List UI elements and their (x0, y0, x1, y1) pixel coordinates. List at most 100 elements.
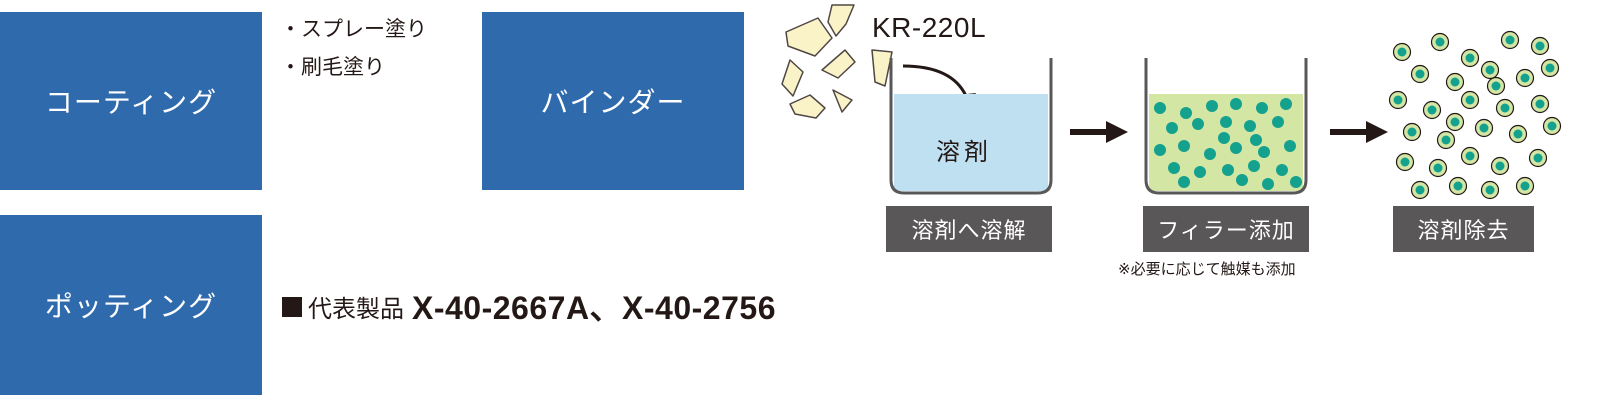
beaker-outline (1144, 58, 1308, 195)
coated-particle (1480, 180, 1500, 200)
coated-particle (1436, 130, 1456, 150)
coated-particle (1410, 180, 1430, 200)
representative-products: 代表製品 X-40-2667A、X-40-2756 (282, 283, 776, 329)
filler-particle (1290, 176, 1302, 188)
coated-particle (1422, 100, 1442, 120)
filler-particle (1256, 102, 1268, 114)
coated-particle (1445, 112, 1465, 132)
coating-label: コーティング (44, 86, 218, 119)
process-arrow (1070, 121, 1128, 143)
filler-particle (1154, 102, 1166, 114)
pour-arrow (902, 64, 968, 97)
filler-particle (1276, 164, 1288, 176)
step-2-text: フィラー添加 (1157, 219, 1295, 244)
flake (821, 49, 856, 79)
square-bullet-icon (282, 297, 302, 317)
flake (781, 59, 804, 97)
catalyst-note: ※必要に応じて触媒も添加 (1118, 260, 1296, 278)
beaker-solvent (889, 58, 1053, 195)
filler-particle (1194, 166, 1206, 178)
step-3-text: 溶剤除去 (1417, 219, 1510, 244)
coated-particle (1508, 124, 1528, 144)
coated-particle (1448, 176, 1468, 196)
potting-label: ポッティング (44, 290, 218, 323)
flake (789, 94, 826, 119)
binder-label: バインダー (540, 86, 686, 119)
coated-particle (1428, 158, 1448, 178)
coated-particle (1460, 48, 1480, 68)
filler-particle (1218, 132, 1230, 144)
filler-particle (1272, 116, 1284, 128)
coated-particle (1528, 148, 1548, 168)
coated-particle (1430, 32, 1450, 52)
coated-particle (1474, 118, 1494, 138)
coated-particle (1388, 90, 1408, 110)
coated-particle (1530, 94, 1550, 114)
filler-particle (1178, 176, 1190, 188)
filler-particle (1236, 174, 1248, 186)
coated-particle (1392, 42, 1412, 62)
coated-particle (1460, 146, 1480, 166)
coated-particles (1388, 30, 1562, 200)
filler-particle (1280, 98, 1292, 110)
filler-particle (1258, 146, 1270, 158)
material-name: KR-220L (872, 12, 987, 43)
coating-box: コーティング (0, 12, 262, 190)
binder-box: バインダー (482, 12, 744, 190)
filler-particle (1250, 134, 1262, 146)
flake (832, 89, 853, 113)
coated-particle (1486, 76, 1506, 96)
coated-particle (1410, 64, 1430, 84)
coated-particle (1490, 156, 1510, 176)
filler-particle (1284, 140, 1296, 152)
flake (785, 17, 833, 57)
flake (827, 4, 855, 37)
method-brush: ・刷毛塗り (280, 55, 385, 79)
process-arrow (1330, 121, 1388, 143)
beaker-outline (889, 58, 1053, 195)
filler-particle (1204, 148, 1216, 160)
coated-particle (1515, 68, 1535, 88)
filler-particle (1230, 98, 1242, 110)
flake (871, 49, 893, 87)
filler-particle (1154, 144, 1166, 156)
coated-particle (1495, 98, 1515, 118)
resin-flakes (781, 4, 893, 119)
coated-particle (1445, 72, 1465, 92)
step-filler-label: フィラー添加 (1143, 206, 1309, 252)
filler-particle (1166, 122, 1178, 134)
filler-particle (1180, 107, 1192, 119)
filler-particle (1220, 116, 1232, 128)
coated-particle (1515, 176, 1535, 196)
solvent-label: 溶剤 (936, 138, 992, 166)
filler-particles (1154, 98, 1302, 190)
filler-particle (1206, 100, 1218, 112)
filler-particle (1262, 178, 1274, 190)
coated-particle (1402, 122, 1422, 142)
coated-particle (1395, 152, 1415, 172)
filler-particle (1222, 164, 1234, 176)
filler-particle (1244, 120, 1256, 132)
coated-particle (1500, 30, 1520, 50)
filler-particle (1192, 118, 1204, 130)
step-dissolve-label: 溶剤へ溶解 (886, 206, 1052, 252)
potting-box: ポッティング (0, 215, 262, 395)
representative-label: 代表製品 (308, 294, 404, 323)
coated-particle (1460, 90, 1480, 110)
filler-particle (1230, 142, 1242, 154)
solvent-liquid (894, 94, 1048, 191)
coated-particle (1480, 60, 1500, 80)
coated-particle (1540, 58, 1560, 78)
filler-particle (1178, 140, 1190, 152)
coated-particle (1542, 116, 1562, 136)
method-spray: ・スプレー塗り (280, 17, 427, 41)
coating-methods: ・スプレー塗り ・刷毛塗り (280, 10, 427, 86)
filler-particle (1168, 162, 1180, 174)
step-1-text: 溶剤へ溶解 (911, 219, 1027, 244)
step-remove-label: 溶剤除去 (1393, 206, 1534, 252)
coated-particle (1530, 36, 1550, 56)
filler-particle (1248, 160, 1260, 172)
product-codes: X-40-2667A、X-40-2756 (412, 290, 776, 326)
beaker-filler (1144, 58, 1308, 195)
